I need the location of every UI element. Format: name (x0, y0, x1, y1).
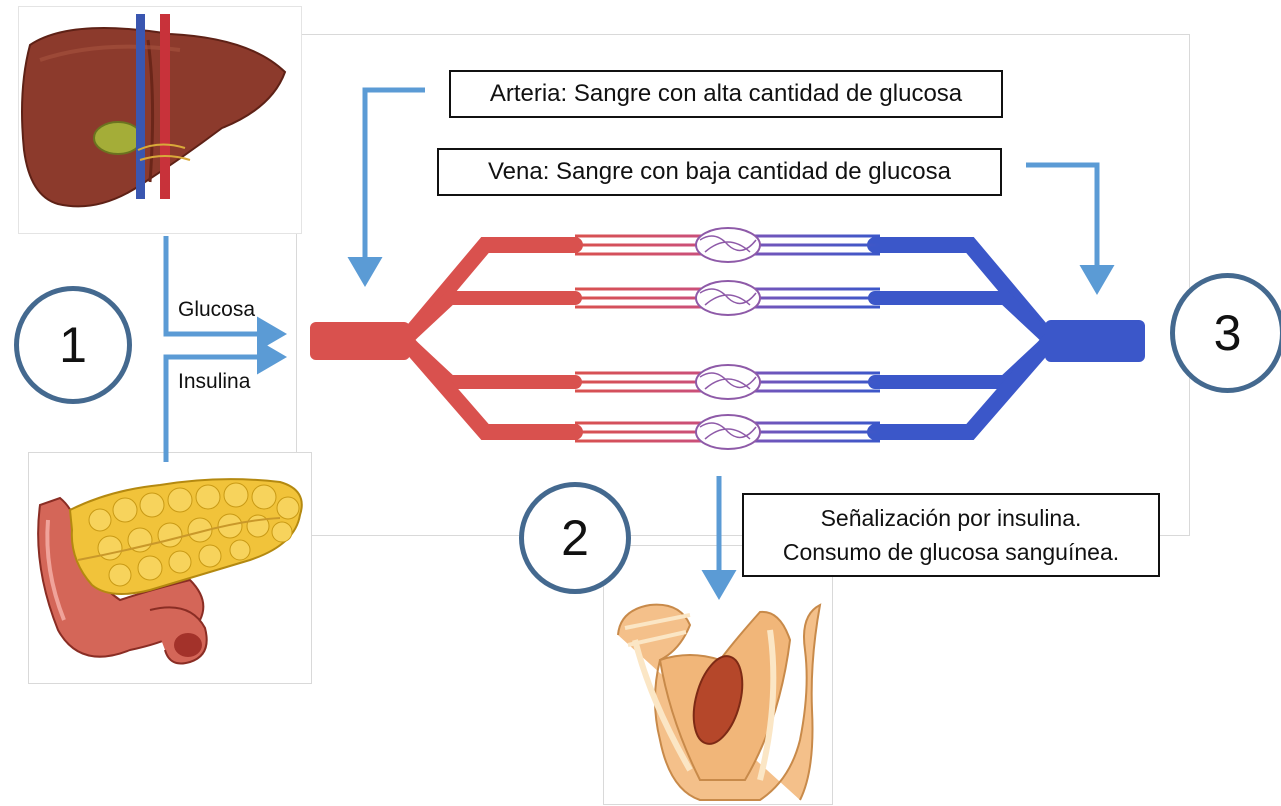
signaling-label: Señalización por insulina. Consumo de gl… (742, 493, 1160, 577)
step-3-circle: 3 (1170, 273, 1281, 393)
vein-label: Vena: Sangre con baja cantidad de glucos… (437, 148, 1002, 196)
vein-arrow (1026, 165, 1097, 290)
step-2-circle: 2 (519, 482, 631, 594)
insulin-label: Insulina (178, 370, 250, 394)
signaling-label-line1: Señalización por insulina. (821, 501, 1082, 535)
step-2-number: 2 (561, 509, 589, 567)
glucose-label: Glucosa (178, 298, 255, 322)
artery-label: Arteria: Sangre con alta cantidad de glu… (449, 70, 1003, 118)
vein-label-text: Vena: Sangre con baja cantidad de glucos… (488, 158, 951, 186)
step-1-circle: 1 (14, 286, 132, 404)
step-1-number: 1 (59, 316, 87, 374)
step-3-number: 3 (1214, 304, 1242, 362)
artery-label-text: Arteria: Sangre con alta cantidad de glu… (490, 80, 962, 108)
signaling-label-line2: Consumo de glucosa sanguínea. (783, 535, 1119, 569)
artery-arrow (365, 90, 425, 282)
